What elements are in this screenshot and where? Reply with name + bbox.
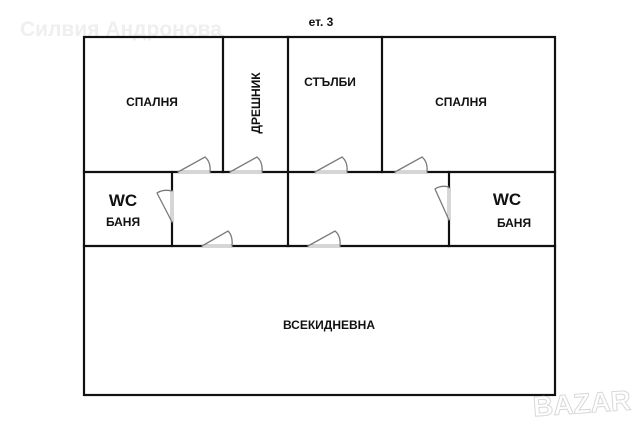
room-label-stairs: СТЪЛБИ: [304, 75, 356, 89]
door-bedroom-right[interactable]: [394, 156, 428, 173]
door-bedroom-left[interactable]: [177, 156, 211, 173]
interior-walls: [82, 35, 557, 248]
door-living-right[interactable]: [307, 230, 341, 247]
room-label-bedroom-left: СПАЛНЯ: [126, 95, 178, 109]
bazar-watermark-logo: BAZAR: [532, 385, 632, 423]
author-watermark: Силвия Андронова: [20, 18, 222, 41]
room-label-bath-left: БАНЯ: [106, 215, 140, 229]
room-label-bedroom-right: СПАЛНЯ: [435, 95, 487, 109]
room-label-wc-left: WC: [109, 191, 137, 210]
door-bath-left[interactable]: [156, 189, 173, 223]
door-sills: [170, 170, 451, 248]
door-wardrobe[interactable]: [229, 156, 263, 173]
door-living-left[interactable]: [201, 230, 233, 247]
room-label-bath-right: БАНЯ: [497, 216, 531, 230]
room-label-wardrobe: ДРЕШНИК: [249, 72, 263, 134]
outer-wall: [82, 35, 557, 397]
room-label-living-room: ВСЕКИДНЕВНА: [283, 318, 375, 332]
room-label-wc-right: WC: [493, 190, 521, 209]
door-stairs[interactable]: [314, 156, 348, 173]
floor-title: ет. 3: [309, 15, 334, 29]
door-bath-right[interactable]: [434, 185, 450, 221]
